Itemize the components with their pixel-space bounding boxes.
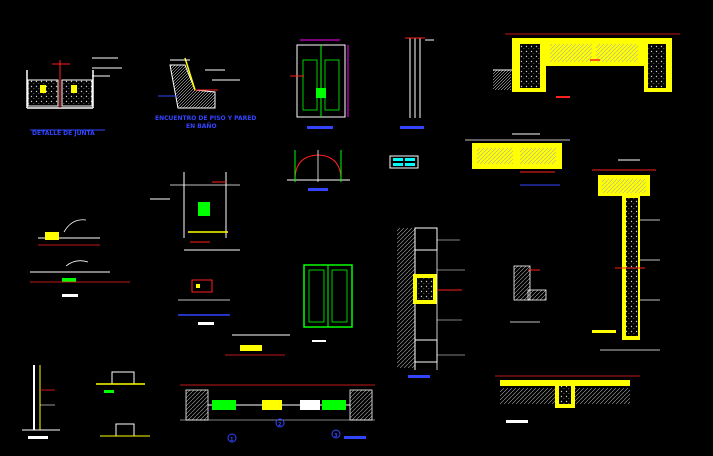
bottom-wide-section: 1 2 3: [180, 384, 375, 443]
callout-3: 3: [334, 433, 338, 439]
label-floor-wall-2: EN BAÑO: [186, 123, 217, 130]
jamb-section: [400, 37, 434, 129]
vertical-wall-section: [397, 227, 465, 378]
wall-plan-top-right: [493, 33, 680, 98]
callout-1: 1: [230, 437, 234, 443]
column-section-right: [592, 159, 660, 351]
bottom-left-section: [22, 365, 60, 439]
callout-2: 2: [278, 422, 282, 428]
window-symbol: [389, 155, 419, 169]
detail-floor-wall: ENCUENTRO DE PISO Y PARED EN BAÑO: [155, 57, 256, 130]
small-threshold-detail: [178, 279, 290, 356]
wall-corner-detail: [510, 265, 547, 323]
door-elevation-top: [290, 39, 349, 129]
door-swing-plan: [287, 150, 350, 191]
floor-section-bottom-right: [495, 375, 640, 423]
detail-joint: DETALLE DE JUNTA: [26, 57, 122, 137]
left-details: [30, 219, 130, 297]
label-floor-wall-1: ENCUENTRO DE PISO Y PARED: [155, 115, 256, 122]
label-detail-joint: DETALLE DE JUNTA: [32, 130, 95, 137]
wall-section-middle: [465, 133, 570, 186]
bottom-threshold-detail: [96, 371, 150, 437]
glass-door-elevation: [303, 264, 353, 342]
frame-detail-left: [150, 172, 240, 251]
